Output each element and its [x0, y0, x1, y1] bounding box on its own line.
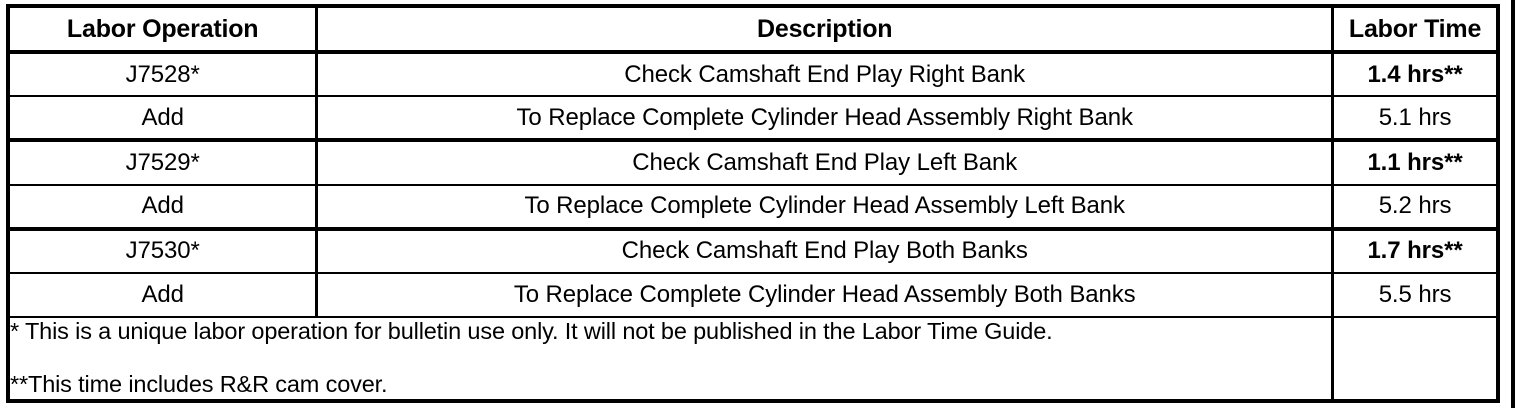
column-header-description: Description [316, 6, 1335, 55]
cell-description: Check Camshaft End Play Right Bank [316, 52, 1335, 98]
cell-labor-time: 1.1 hrs** [1332, 140, 1498, 186]
cell-labor-operation: J7528* [8, 52, 319, 98]
cell-labor-operation: Add [8, 272, 319, 318]
cell-labor-time: 5.2 hrs [1332, 184, 1498, 231]
table-row: Add To Replace Complete Cylinder Head As… [8, 96, 1498, 143]
column-header-labor-time: Labor Time [1332, 6, 1498, 55]
page-edge-line [1511, 0, 1515, 408]
cell-labor-time: 1.4 hrs** [1332, 52, 1498, 98]
column-header-labor-operation: Labor Operation [8, 6, 319, 55]
footnote-labor-time-empty-cell [1332, 316, 1498, 401]
table-header-row: Labor Operation Description Labor Time [8, 6, 1498, 55]
table-row: Add To Replace Complete Cylinder Head As… [8, 272, 1498, 318]
cell-description: Check Camshaft End Play Both Banks [316, 228, 1335, 274]
table-row: J7530* Check Camshaft End Play Both Bank… [8, 228, 1498, 274]
table-row: J7528* Check Camshaft End Play Right Ban… [8, 52, 1498, 98]
footnote-asterisk-text: * This is a unique labor operation for b… [10, 317, 1053, 344]
labor-operation-table: Labor Operation Description Labor Time J… [6, 4, 1500, 403]
cell-description: To Replace Complete Cylinder Head Assemb… [316, 184, 1335, 231]
cell-labor-operation: Add [8, 96, 319, 143]
cell-description: To Replace Complete Cylinder Head Assemb… [316, 96, 1335, 143]
cell-labor-time: 5.5 hrs [1332, 272, 1498, 318]
cell-description: To Replace Complete Cylinder Head Assemb… [316, 272, 1335, 318]
cell-labor-operation: J7530* [8, 228, 319, 274]
cell-labor-operation: Add [8, 184, 319, 231]
cell-labor-time: 5.1 hrs [1332, 96, 1498, 143]
cell-labor-time: 1.7 hrs** [1332, 228, 1498, 274]
cell-description: Check Camshaft End Play Left Bank [316, 140, 1335, 186]
footnote-spacer [10, 343, 1331, 373]
cell-labor-operation: J7529* [8, 140, 319, 186]
footnote-double-asterisk-text: **This time includes R&R cam cover. [10, 371, 388, 398]
table-row: Add To Replace Complete Cylinder Head As… [8, 184, 1498, 231]
footnote-cell: * This is a unique labor operation for b… [8, 316, 1335, 401]
table-footnote-row: * This is a unique labor operation for b… [8, 316, 1498, 401]
table-row: J7529* Check Camshaft End Play Left Bank… [8, 140, 1498, 186]
